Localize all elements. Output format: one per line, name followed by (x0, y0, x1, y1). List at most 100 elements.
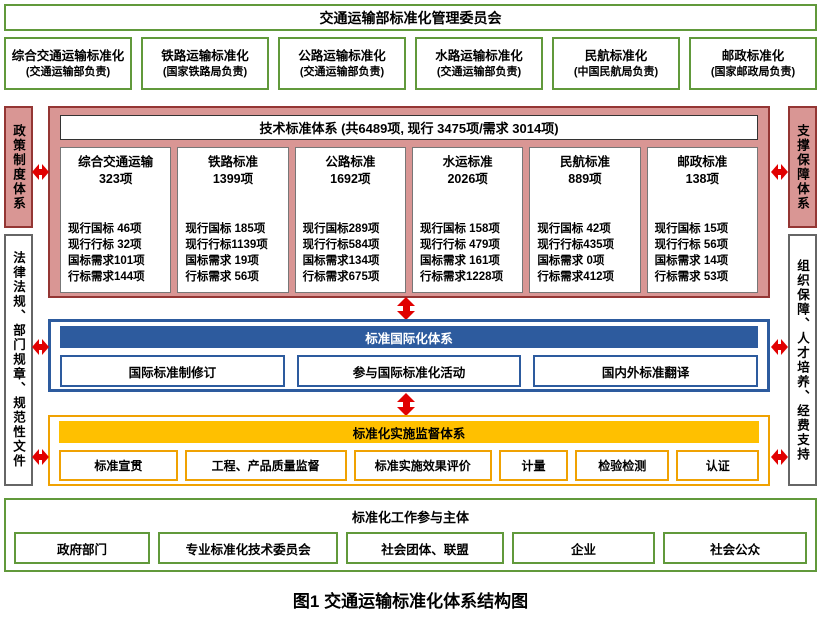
stat-line: 现行国标 15项 (654, 223, 729, 235)
participants-container: 标准化工作参与主体 政府部门 专业标准化技术委员会 社会团体、联盟 企业 社会公… (4, 498, 817, 572)
support-resources-text: 组织保障、人才培养、经费支持 (795, 258, 809, 462)
red-arrow-right-intl-icon (771, 339, 788, 355)
branch-org: (中国民航局负责) (573, 65, 659, 78)
supervision-system-title: 标准化实施监督体系 (59, 421, 759, 443)
international-system-container: 标准国际化体系 国际标准制修订 参与国际标准化活动 国内外标准翻译 (48, 319, 770, 392)
branch-title: 水路运输标准化 (435, 48, 523, 63)
red-arrow-left-supervision-icon (32, 449, 49, 465)
support-resources-label: 组织保障、人才培养、经费支持 (788, 234, 817, 486)
branch-box-postal: 邮政标准化 (国家邮政局负责) (689, 37, 817, 90)
stat-line: 现行国标 42项 (537, 223, 611, 235)
sup-item-certification: 认证 (676, 450, 759, 481)
red-arrow-left-tech-icon (32, 164, 49, 180)
tech-column-name: 综合交通运输 (78, 155, 154, 169)
technical-standards-container: 技术标准体系 (共6489项, 现行 3475项/需求 3014项) 综合交通运… (48, 106, 770, 298)
stat-line: 现行行标584项 (302, 239, 380, 251)
tech-column-postal: 邮政标准 138项 现行国标 15项 现行行标 56项 国标需求 14项 行标需… (646, 147, 758, 293)
double-arrow-intl-supervision-icon (397, 393, 415, 416)
stat-line: 现行行标 56项 (654, 239, 729, 251)
participant-social-groups: 社会团体、联盟 (346, 532, 504, 564)
support-system-label: 支撑保障体系 (788, 106, 817, 228)
laws-regulations-text: 法律法规、部门规章、规范性文件 (11, 251, 25, 469)
intl-item-translation: 国内外标准翻译 (533, 355, 759, 387)
stat-line: 行标需求 53项 (654, 271, 729, 283)
red-arrow-right-supervision-icon (771, 449, 788, 465)
policy-system-text: 政策制度体系 (11, 123, 25, 211)
branch-box-waterway: 水路运输标准化 (交通运输部负责) (415, 37, 543, 90)
stat-line: 现行国标 185项 (185, 223, 266, 235)
international-system-items: 国际标准制修订 参与国际标准化活动 国内外标准翻译 (60, 355, 759, 387)
sup-item-quality-supervision: 工程、产品质量监督 (184, 450, 347, 481)
tech-column-total: 2026项 (447, 172, 488, 186)
stat-line: 行标需求675项 (302, 271, 380, 283)
stat-line: 国标需求 161项 (419, 255, 500, 267)
policy-system-label: 政策制度体系 (4, 106, 33, 228)
tech-column-stats: 现行国标 15项 现行行标 56项 国标需求 14项 行标需求 53项 (651, 221, 754, 287)
stat-line: 国标需求134项 (302, 255, 380, 267)
tech-column-comprehensive: 综合交通运输 323项 现行国标 46项 现行行标 32项 国标需求101项 行… (60, 147, 172, 293)
branch-title: 铁路运输标准化 (161, 48, 249, 63)
participant-government: 政府部门 (14, 532, 150, 564)
committee-box: 交通运输部标准化管理委员会 (4, 4, 817, 31)
tech-column-name: 铁路标准 (207, 155, 258, 169)
sup-item-inspection: 检验检测 (575, 450, 670, 481)
stat-line: 现行行标435项 (537, 239, 614, 251)
stat-line: 国标需求 19项 (185, 255, 259, 267)
stat-line: 国标需求 14项 (654, 255, 729, 267)
tech-column-waterway: 水运标准 2026项 现行国标 158项 现行行标 479项 国标需求 161项… (411, 147, 524, 293)
branch-title: 邮政标准化 (721, 48, 785, 63)
tech-column-name: 水运标准 (442, 155, 493, 169)
laws-regulations-label: 法律法规、部门规章、规范性文件 (4, 234, 33, 486)
tech-column-stats: 现行国标 46项 现行行标 32项 国标需求101项 行标需求144项 (64, 221, 167, 287)
stat-line: 国标需求 0项 (537, 255, 605, 267)
participant-public: 社会公众 (663, 532, 808, 564)
tech-column-highway: 公路标准 1692项 现行国标289项 现行行标584项 国标需求134项 行标… (294, 147, 406, 293)
tech-column-total: 323项 (98, 172, 133, 186)
branch-org: (交通运输部负责) (299, 65, 385, 78)
branch-box-railway: 铁路运输标准化 (国家铁路局负责) (141, 37, 269, 90)
supervision-system-items: 标准宣贯 工程、产品质量监督 标准实施效果评价 计量 检验检测 认证 (59, 450, 759, 481)
tech-column-civil-aviation: 民航标准 889项 现行国标 42项 现行行标435项 国标需求 0项 行标需求… (529, 147, 641, 293)
sup-item-promotion: 标准宣贯 (59, 450, 178, 481)
branch-box-highway: 公路运输标准化 (交通运输部负责) (278, 37, 406, 90)
branch-box-comprehensive: 综合交通运输标准化 (交通运输部负责) (4, 37, 132, 90)
participants-items: 政府部门 专业标准化技术委员会 社会团体、联盟 企业 社会公众 (14, 532, 808, 564)
participant-enterprises: 企业 (511, 532, 656, 564)
tech-column-stats: 现行国标 158项 现行行标 479项 国标需求 161项 行标需求1228项 (416, 221, 519, 287)
tech-column-stats: 现行国标 42项 现行行标435项 国标需求 0项 行标需求412项 (533, 221, 636, 287)
tech-column-total: 138项 (685, 172, 719, 186)
supervision-system-container: 标准化实施监督体系 标准宣贯 工程、产品质量监督 标准实施效果评价 计量 检验检… (48, 415, 770, 486)
sup-item-effect-evaluation: 标准实施效果评价 (353, 450, 492, 481)
tech-column-name: 公路标准 (325, 155, 376, 169)
double-arrow-tech-intl-icon (397, 297, 415, 320)
branch-org: (国家邮政局负责) (710, 65, 796, 78)
branch-title: 民航标准化 (584, 48, 648, 63)
support-system-text: 支撑保障体系 (795, 123, 809, 211)
stat-line: 行标需求412项 (537, 271, 614, 283)
tech-column-railway: 铁路标准 1399项 现行国标 185项 现行行标1139项 国标需求 19项 … (177, 147, 289, 293)
tech-column-stats: 现行国标289项 现行行标584项 国标需求134项 行标需求675项 (299, 221, 402, 287)
stat-line: 现行国标 158项 (419, 223, 500, 235)
stat-line: 行标需求 56项 (185, 271, 259, 283)
technical-standards-title: 技术标准体系 (共6489项, 现行 3475项/需求 3014项) (60, 115, 758, 140)
red-arrow-right-tech-icon (771, 164, 788, 180)
tech-column-total: 889项 (568, 172, 602, 186)
branch-row: 综合交通运输标准化 (交通运输部负责) 铁路运输标准化 (国家铁路局负责) 公路… (4, 37, 817, 90)
stat-line: 行标需求144项 (68, 271, 145, 283)
participant-technical-committees: 专业标准化技术委员会 (157, 532, 339, 564)
branch-box-civil-aviation: 民航标准化 (中国民航局负责) (552, 37, 680, 90)
stat-line: 行标需求1228项 (419, 271, 504, 283)
tech-column-total: 1692项 (330, 172, 371, 186)
stat-line: 现行国标 46项 (68, 223, 142, 235)
branch-org: (国家铁路局负责) (162, 65, 248, 78)
figure-caption: 图1 交通运输标准化体系结构图 (292, 592, 529, 611)
branch-org: (交通运输部负责) (436, 65, 522, 78)
tech-column-name: 民航标准 (559, 155, 610, 169)
tech-column-total: 1399项 (212, 172, 254, 186)
sup-item-metrology: 计量 (498, 450, 569, 481)
branch-title: 综合交通运输标准化 (11, 48, 125, 63)
stat-line: 现行行标 32项 (68, 239, 142, 251)
stat-line: 现行国标289项 (302, 223, 380, 235)
tech-column-stats: 现行国标 185项 现行行标1139项 国标需求 19项 行标需求 56项 (181, 221, 284, 287)
